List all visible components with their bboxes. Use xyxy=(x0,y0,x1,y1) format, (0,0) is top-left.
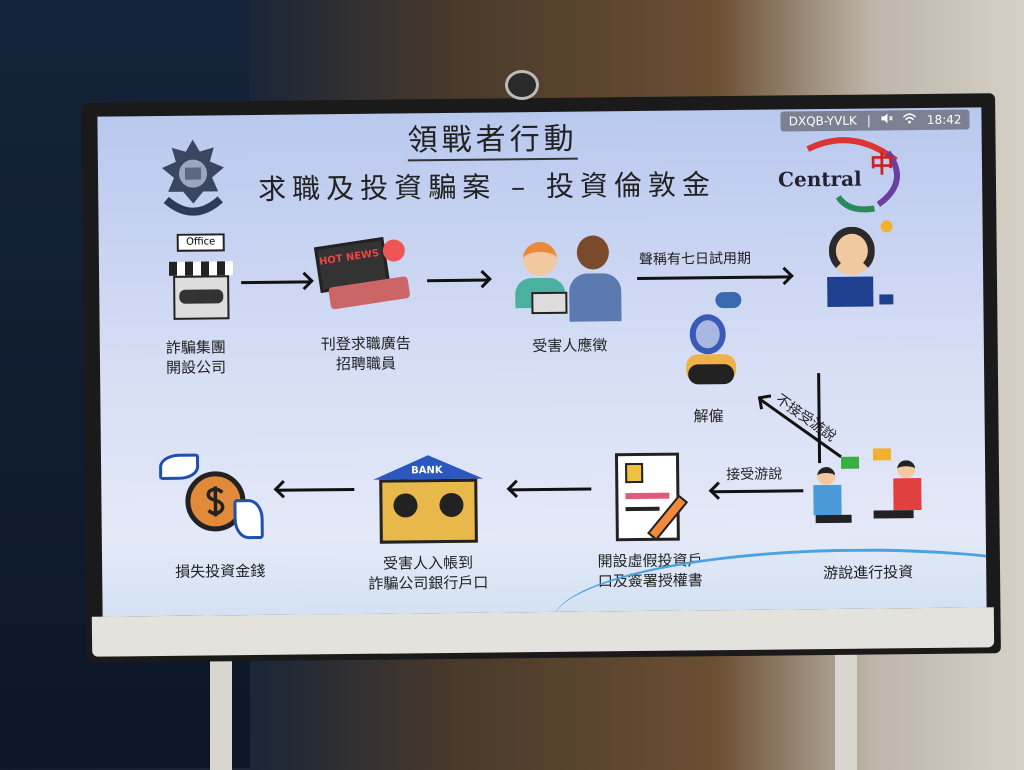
device-id: DXQB-YVLK xyxy=(788,113,857,129)
separator: | xyxy=(866,113,871,128)
slide-screen: DXQB-YVLK | 18:42 領戰者行動 求職及投資騙案 – 投資倫敦金 … xyxy=(97,107,987,617)
slide-title: 領戰者行動 xyxy=(407,121,578,162)
slide-subtitle: 求職及投資騙案 – 投資倫敦金 xyxy=(258,168,717,206)
office-sign: Office xyxy=(176,233,225,252)
mute-icon xyxy=(881,112,894,128)
job-interview-icon xyxy=(511,229,622,325)
bank-icon: BANK xyxy=(372,443,484,548)
wifi-icon xyxy=(903,112,917,128)
node-label: 受害人應徵 xyxy=(532,336,608,356)
laptop-job-ad-icon: HOT NEWS xyxy=(309,231,411,322)
meeting-icon xyxy=(811,446,932,547)
sad-person-icon xyxy=(679,291,760,393)
arrow-left xyxy=(276,487,355,492)
node-label: 刊登求職廣告招聘職員 xyxy=(320,334,411,374)
camera-icon xyxy=(505,70,539,100)
hot-news-text: HOT NEWS xyxy=(318,247,380,268)
document-sign-icon xyxy=(611,452,702,545)
arrow-right xyxy=(427,278,490,283)
dollar-icon xyxy=(206,486,225,517)
clock: 18:42 xyxy=(926,112,962,127)
arrow-right xyxy=(637,275,792,280)
node-label: 詐騙集團開設公司 xyxy=(165,338,227,377)
office-icon: Office xyxy=(168,233,234,324)
node-label: 損失投資金錢 xyxy=(175,561,266,581)
arrow-left xyxy=(509,487,592,492)
arrow-left xyxy=(711,489,804,494)
brand-char: 中 xyxy=(869,150,895,179)
node-label: 解僱 xyxy=(693,407,724,426)
node-label: 受害人入帳到詐騙公司銀行戶口 xyxy=(368,553,489,593)
woman-laptop-icon xyxy=(819,220,900,311)
police-badge-logo xyxy=(161,139,224,216)
status-bar: DXQB-YVLK | 18:42 xyxy=(780,109,970,132)
central-district-logo: Central 中 xyxy=(778,132,909,213)
bank-text: BANK xyxy=(411,465,443,477)
stand-leg xyxy=(835,620,857,770)
flying-money-icon xyxy=(158,445,270,550)
arrow-label-trial: 聲稱有七日試用期 xyxy=(638,250,752,268)
brand-text: Central xyxy=(777,166,862,192)
arrow-right xyxy=(241,280,312,285)
arrow-label-accept: 接受游說 xyxy=(726,466,783,484)
